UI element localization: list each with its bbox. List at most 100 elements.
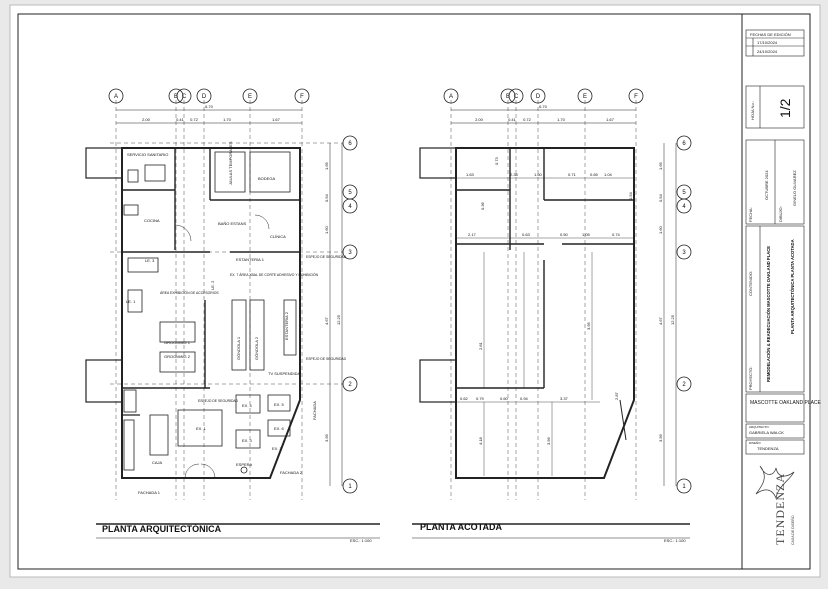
dim-r: 4.18 (478, 436, 483, 445)
label-ex4: EX. 4 (242, 403, 253, 408)
planta-arquitectonica (85, 88, 358, 500)
col-f: F (300, 94, 304, 100)
dim-r: 2.81 (478, 341, 483, 350)
label-fachada2: FACHADA 2 (280, 470, 303, 475)
fechas-header: FECHAS DE EDICIÓN (750, 32, 791, 37)
dim-r: 2.38 (510, 172, 519, 177)
diseno-label: DISEÑO: (749, 440, 762, 445)
col-c: C (514, 94, 519, 100)
row-2: 2 (348, 382, 352, 388)
dim-side-5: 3.56 (658, 433, 663, 442)
title-block (745, 29, 805, 455)
dims-top-right: 6.70 2.00 0.41 0.72 1.70 1.67 (475, 104, 615, 122)
dim-r: 3.37 (560, 396, 569, 401)
label-groom1: GROOMING 1 (164, 340, 191, 345)
label-groom2: GROOMING 2 (164, 354, 191, 359)
row-1: 1 (348, 484, 352, 490)
col-a: A (449, 94, 453, 100)
dim-ef: 1.67 (606, 117, 615, 122)
tendenza-logo: TENDENZA CASA DE DISEÑO (755, 465, 795, 545)
dim-r: 0.94 (520, 396, 529, 401)
dibujo: GINELO OLIVAREZ (792, 170, 797, 206)
label-espejo: ESPEJO DE SEGURIDAD (198, 399, 239, 403)
dim-side-4: 4.67 (324, 316, 329, 325)
dim-ab: 2.00 (142, 117, 151, 122)
scale-left: ESC.: 1:100 (350, 538, 372, 543)
dim-r: 1.05 (582, 232, 591, 237)
label-jaulas: JAULAS TEMPORALES (228, 141, 233, 185)
label-bano: BAÑO ESTANS (218, 221, 246, 226)
contenido-label: CONTENIDO: (748, 271, 753, 296)
col-d: D (536, 94, 541, 100)
col-b: B (506, 94, 510, 100)
dim-side-5: 3.56 (324, 433, 329, 442)
col-d: D (202, 94, 207, 100)
dims-right-plan: 1.63 0.73 2.38 1.60 0.71 0.65 1.04 0.54 … (460, 156, 633, 445)
dim-r: 0.54 (628, 191, 633, 200)
col-e: E (583, 94, 587, 100)
label-fachada1: FACHADA 1 (138, 490, 161, 495)
dim-de: 1.70 (557, 117, 566, 122)
fecha-label: FECHA: (748, 207, 753, 222)
dim-r: 3.95 (586, 321, 591, 330)
room-labels: SERVICIO SANITARIO BODEGA JAULAS TEMPORA… (126, 141, 347, 495)
label-ex2: EX. 2 (272, 446, 283, 451)
dim-r: 0.65 (590, 172, 599, 177)
col-e: E (248, 94, 252, 100)
dims-side-left: 1.65 0.54 1.60 4.67 3.56 12.25 (324, 161, 341, 442)
dim-r: 0.73 (494, 156, 499, 165)
row-5: 5 (348, 190, 352, 196)
dim-overall: 6.70 (539, 104, 548, 109)
dim-r: 0.60 (500, 396, 509, 401)
dim-r: 1.60 (534, 172, 543, 177)
row-1: 1 (682, 484, 686, 490)
label-espera: ESPERA (236, 462, 253, 467)
label-l2: LE. 2 (210, 280, 215, 290)
label-cocina: COCINA (144, 218, 160, 223)
arq-label: ARQUITECTO: (749, 425, 770, 429)
dim-side-2: 0.54 (324, 193, 329, 202)
dim-r: 3.56 (546, 436, 551, 445)
arq: GABRIELA WALCK (749, 430, 784, 435)
dim-side-3: 1.60 (324, 225, 329, 234)
hoja-label: HOJA No.: (750, 101, 755, 120)
label-area-ex: ÁREA EXHIBICIÓN DE ACCESORIOS (160, 290, 219, 295)
dims-side-right: 1.65 0.54 1.60 4.67 3.56 12.25 (658, 161, 675, 442)
dim-overall-side: 12.25 (336, 314, 341, 325)
dims-top-left: 6.70 2.00 0.41 0.72 1.70 1.67 (142, 104, 281, 122)
dim-overall-side: 12.25 (670, 314, 675, 325)
label-area: EX. 7 ÁREA XBAL DE CORTE ADHESIVO Y EXHI… (230, 272, 319, 277)
dim-bc: 0.41 (176, 117, 185, 122)
col-c: C (182, 94, 187, 100)
row-3: 3 (348, 250, 352, 256)
label-ex1: EX. 1 (196, 426, 207, 431)
grid-bubbles-top-right (443, 88, 644, 500)
col-a: A (114, 94, 118, 100)
label-espejo2: ESPEJO DE SEGURIDAD (306, 255, 347, 259)
fecha: OCTUBRE 2024 (764, 170, 769, 200)
fecha-1: 17/10/2024 (757, 40, 778, 45)
dim-side-1: 1.65 (324, 161, 329, 170)
label-l1: LE. 1 (126, 299, 136, 304)
dim-side-3: 1.60 (658, 225, 663, 234)
dim-ab: 2.00 (475, 117, 484, 122)
label-ex3: EX. 3 (242, 438, 253, 443)
dim-r: 2.17 (468, 232, 477, 237)
dim-r: 0.71 (568, 172, 577, 177)
row-4: 4 (682, 204, 686, 210)
proyecto: REMODELACIÓN & READECUACIÓN MASCOTTE OAK… (766, 246, 771, 382)
planta-acotada (419, 88, 692, 500)
label-fachada-side: FACHADA (312, 401, 317, 420)
label-espejo3: ESPEJO DE SEGURIDAD (306, 357, 347, 361)
label-tv: TV SUSPENDIDA (268, 371, 301, 376)
row-2: 2 (682, 382, 686, 388)
grid-labels-right: A B C D E F 6 5 4 3 2 1 (449, 94, 686, 490)
dim-r: 2.87 (614, 391, 619, 400)
row-3: 3 (682, 250, 686, 256)
dim-de: 1.70 (223, 117, 232, 122)
row-6: 6 (682, 141, 686, 147)
dim-side-4: 4.67 (658, 316, 663, 325)
cliente: MASCOTTE OAKLAND PLACE (750, 400, 822, 406)
